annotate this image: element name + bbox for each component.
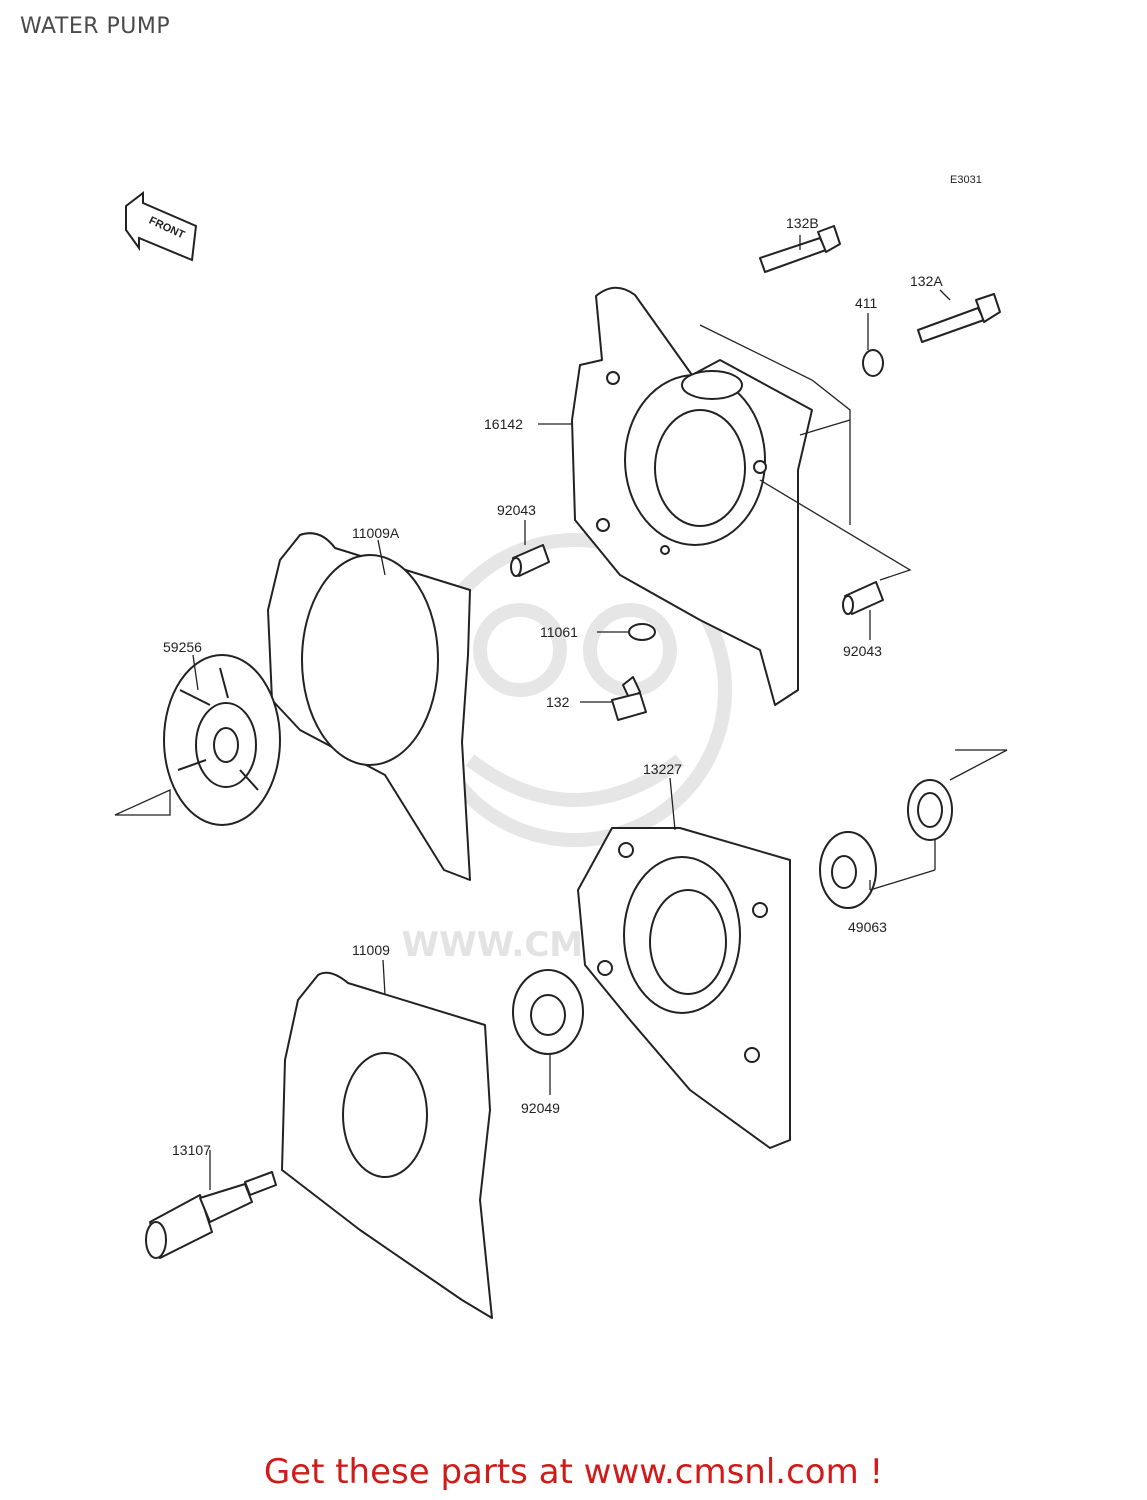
part-label-16142[interactable]: 16142 [484,416,523,432]
bearing-92049-icon [512,969,584,1055]
part-label-11009a[interactable]: 11009A [352,525,400,541]
dowel-pin-92043b-icon [842,581,884,615]
washer-411-icon [862,349,884,377]
part-label-11009[interactable]: 11009 [352,942,390,958]
front-arrow-icon [125,190,198,262]
part-label-49063[interactable]: 49063 [848,919,887,935]
seal-49063-icon [819,779,953,909]
promo-link[interactable]: Get these parts at www.cmsnl.com ! [263,1452,884,1492]
part-label-132a[interactable]: 132A [910,273,943,289]
pump-cover-13227-icon [577,827,791,1149]
part-label-132b[interactable]: 132B [786,215,819,231]
o-ring-11061-icon [628,623,656,641]
part-label-13107[interactable]: 13107 [172,1142,211,1158]
dowel-pin-92043a-icon [510,544,550,577]
part-label-13227[interactable]: 13227 [643,761,682,777]
parts-diagram: FRONT E3031 [114,174,1008,1319]
page-title: WATER PUMP [20,14,171,39]
bolt-132a-icon [917,293,1001,343]
pump-housing-16142-icon [571,286,813,706]
diagram-code: E3031 [950,174,982,186]
part-label-132[interactable]: 132 [546,694,570,710]
part-label-92043a[interactable]: 92043 [497,502,536,518]
part-label-92049[interactable]: 92049 [521,1100,560,1116]
shaft-13107-icon [145,1171,277,1259]
impeller-59256-icon [163,654,281,826]
bolt-132b-icon [759,225,841,273]
part-label-11061[interactable]: 11061 [540,624,578,640]
screw-132-icon [611,676,647,721]
part-label-411[interactable]: 411 [855,295,878,311]
part-label-59256[interactable]: 59256 [163,639,202,655]
part-label-92043b[interactable]: 92043 [843,643,882,659]
